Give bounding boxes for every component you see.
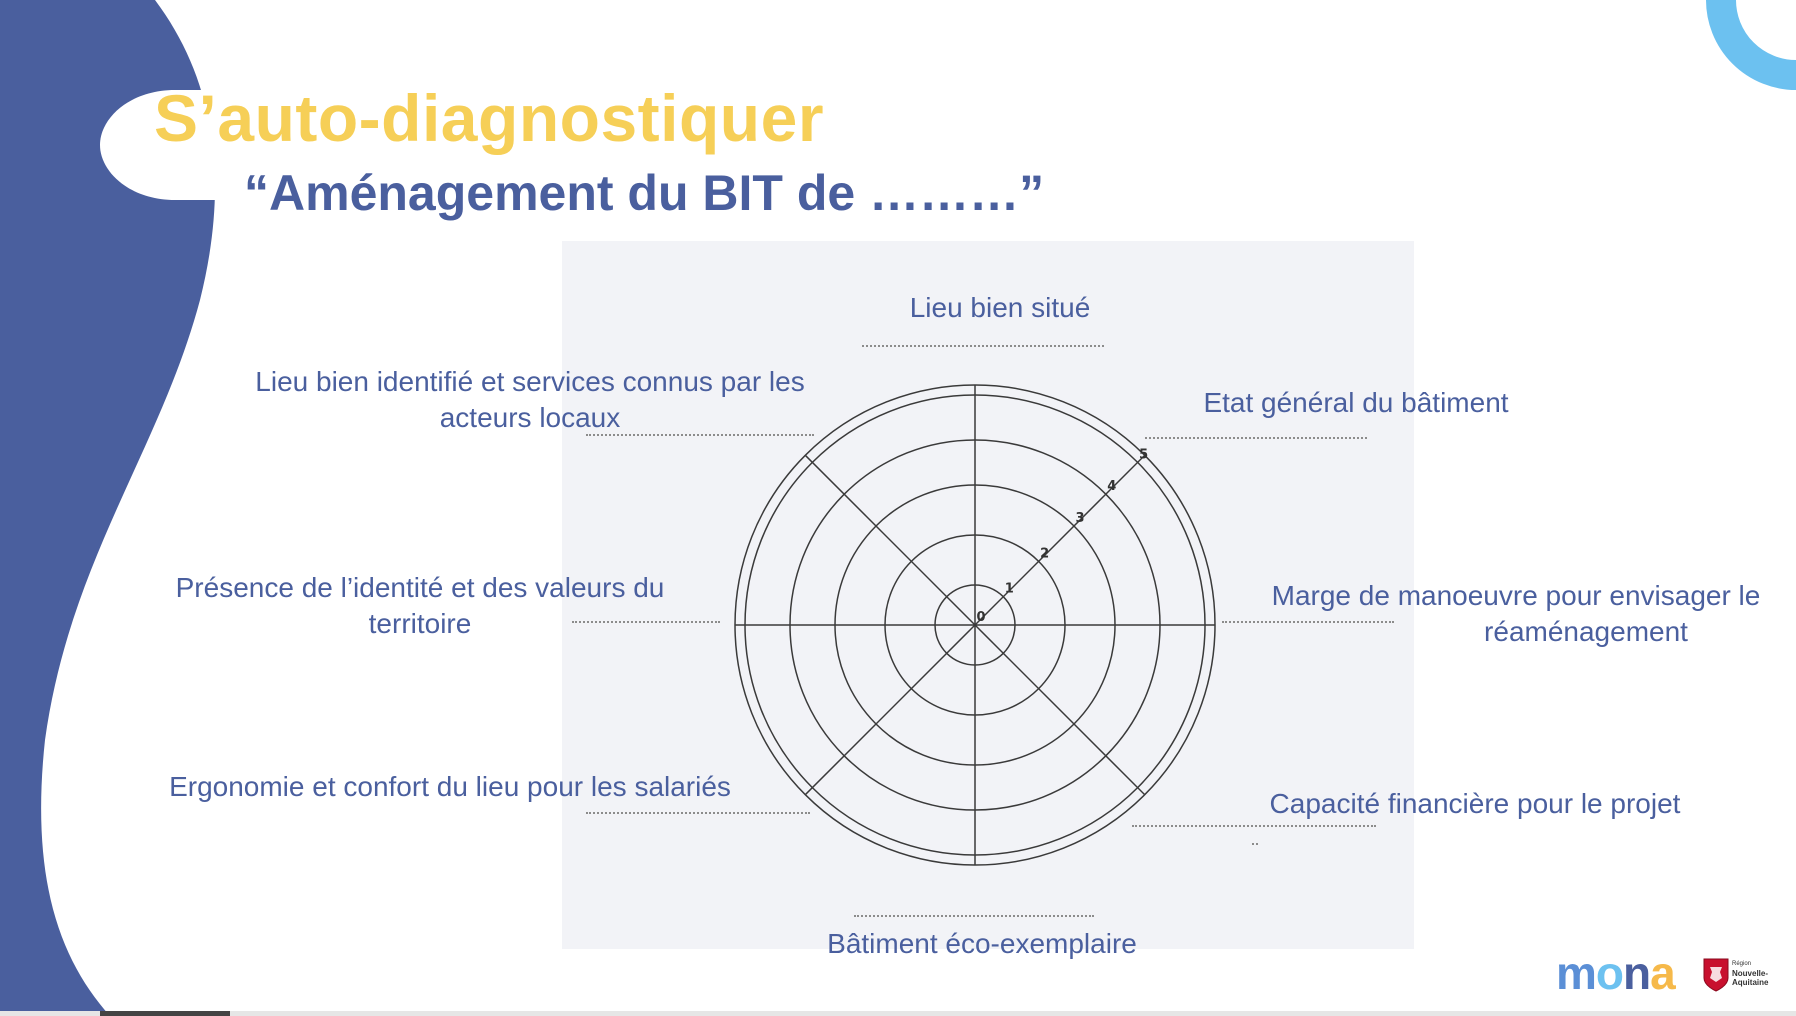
wheel-spoke-top-left [804,454,976,626]
slide-title: S’auto-diagnostiquer [154,81,824,155]
axis-label-left-line-1: Présence de l’identité et des valeurs du [175,572,665,603]
mona-logo-letter-a: a [1650,947,1676,999]
mona-logo-letter-o: o [1595,947,1624,999]
axis-label-top-right: Etat général du bâtiment [1203,387,1509,418]
bottom-progress-track [0,1011,1796,1016]
region-name: Région Nouvelle- Aquitaine [1732,960,1792,987]
scale-tick-3: 3 [1075,511,1084,526]
axis-label-top-left-dotted-line [586,434,814,436]
scale-tick-0: 0 [976,610,985,625]
axis-label-top: Lieu bien situé [909,292,1091,323]
axis-label-bottom-left-dotted-line [586,812,810,814]
mona-logo-letter-n: n [1623,947,1651,999]
axis-label-top-right-dotted-line [1145,437,1367,439]
axis-label-left: Présence de l’identité et des valeurs du… [130,570,710,642]
axis-label-bottom-left: Ergonomie et confort du lieu pour les sa… [169,771,731,802]
region-name-line-1: Région [1732,961,1752,967]
axis-label-right-line-1: Marge de manoeuvre pour envisager le [1271,580,1761,611]
wheel-spoke-top-right [974,454,1146,626]
mona-logo: mona [1556,947,1676,999]
axis-label-bottom-right-dotted-line [1132,825,1376,827]
axis-label-bottom-right: Capacité financière pour le projet [1269,788,1681,819]
top-right-accent-ring [1706,0,1796,90]
axis-label-top-left: Lieu bien identifié et services connus p… [210,364,850,436]
mona-logo-letter-m: m [1556,947,1597,999]
axis-label-left-dotted-line [572,621,720,623]
slide-subtitle: “Aménagement du BIT de ………” [244,165,1045,221]
axis-label-top-dotted-line [862,345,1104,347]
axis-label-right: Marge de manoeuvre pour envisager le réa… [1236,578,1796,650]
scale-tick-1: 1 [1005,582,1014,597]
axis-label-left-line-2: territoire [368,608,472,639]
title-tab-shape [100,90,920,200]
wheel-spoke-bottom-right [974,624,1146,796]
axis-label-bottom-dotted-line [854,915,1094,917]
axis-label-right-dotted-line [1222,621,1394,623]
bottom-progress-indicator [100,1011,230,1016]
diagnostic-wheel: 0 1 2 3 4 5 [734,384,1216,866]
axis-label-bottom: Bâtiment éco-exemplaire [827,928,1137,959]
scale-tick-2: 2 [1040,546,1049,561]
diagram-panel [562,241,1414,949]
scale-tick-4: 4 [1107,479,1116,494]
region-lion-shield-icon [1703,958,1729,992]
axis-label-top-left-line-2: acteurs locaux [439,402,621,433]
left-blue-band [0,0,215,1016]
axis-label-bottom-right-dotted-tail [1252,843,1258,845]
axis-label-top-left-line-1: Lieu bien identifié et services connus p… [255,366,805,397]
region-name-line-3: Aquitaine [1732,978,1769,987]
wheel-spoke-bottom-left [804,624,976,796]
scale-tick-5: 5 [1139,447,1148,462]
region-name-line-2: Nouvelle- [1732,969,1769,978]
axis-label-right-line-2: réaménagement [1484,616,1688,647]
